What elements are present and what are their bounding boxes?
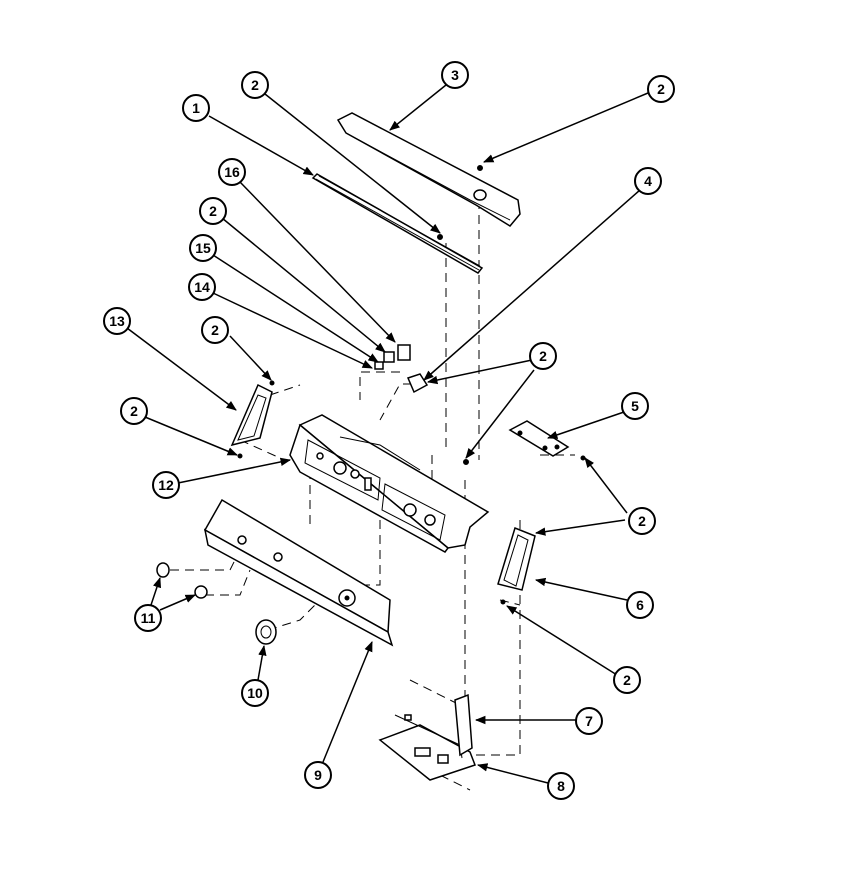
callout-4: 4 bbox=[634, 167, 662, 195]
part-left-end-cap bbox=[230, 383, 273, 447]
part-small-switches bbox=[374, 344, 429, 394]
svg-text:2: 2 bbox=[623, 672, 631, 688]
svg-text:5: 5 bbox=[631, 398, 639, 414]
svg-text:7: 7 bbox=[585, 713, 593, 729]
svg-text:1: 1 bbox=[192, 100, 200, 116]
svg-text:11: 11 bbox=[141, 610, 156, 626]
part-knob bbox=[255, 619, 277, 645]
screws-side bbox=[237, 380, 586, 605]
svg-text:4: 4 bbox=[644, 173, 652, 189]
callout-12: 12 bbox=[152, 471, 180, 499]
callout-10: 10 bbox=[241, 679, 269, 707]
callout-2-top-right: 2 bbox=[647, 75, 675, 103]
callout-1: 1 bbox=[182, 94, 210, 122]
svg-text:10: 10 bbox=[247, 685, 263, 701]
part-long-strip bbox=[311, 173, 484, 274]
svg-text:15: 15 bbox=[195, 240, 211, 256]
callout-3: 3 bbox=[441, 61, 469, 89]
callout-2-center: 2 bbox=[529, 342, 557, 370]
callout-9: 9 bbox=[304, 761, 332, 789]
svg-text:2: 2 bbox=[211, 322, 219, 338]
part-buttons bbox=[156, 562, 208, 599]
svg-text:2: 2 bbox=[251, 77, 259, 93]
svg-text:12: 12 bbox=[158, 477, 174, 493]
callout-7: 7 bbox=[575, 707, 603, 735]
callout-14: 14 bbox=[188, 273, 216, 301]
callout-6: 6 bbox=[626, 591, 654, 619]
svg-text:6: 6 bbox=[636, 597, 644, 613]
leader-lines bbox=[126, 84, 649, 784]
svg-text:8: 8 bbox=[557, 778, 565, 794]
callout-11: 11 bbox=[134, 604, 162, 632]
svg-text:2: 2 bbox=[130, 403, 138, 419]
callout-15: 15 bbox=[189, 234, 217, 262]
svg-text:14: 14 bbox=[194, 279, 210, 295]
part-right-end-cap bbox=[497, 527, 536, 591]
svg-text:2: 2 bbox=[657, 81, 665, 97]
part-top-cover bbox=[336, 112, 521, 227]
callout-16: 16 bbox=[218, 158, 246, 186]
callout-2-right: 2 bbox=[628, 507, 656, 535]
callout-2-left-lower: 2 bbox=[120, 397, 148, 425]
callout-2-left-upper: 2 bbox=[199, 197, 227, 225]
part-lower-bracket bbox=[378, 693, 476, 781]
svg-text:16: 16 bbox=[224, 164, 240, 180]
part-bracket bbox=[508, 420, 570, 457]
svg-text:2: 2 bbox=[539, 348, 547, 364]
part-front-panel bbox=[203, 498, 394, 647]
callout-2-top: 2 bbox=[241, 71, 269, 99]
part-control-panel bbox=[289, 414, 490, 553]
svg-text:13: 13 bbox=[109, 313, 125, 329]
svg-text:3: 3 bbox=[451, 67, 459, 83]
callout-2-right-lower: 2 bbox=[613, 666, 641, 694]
callout-8: 8 bbox=[547, 772, 575, 800]
svg-text:2: 2 bbox=[209, 203, 217, 219]
callout-13: 13 bbox=[103, 307, 131, 335]
svg-text:2: 2 bbox=[638, 513, 646, 529]
screws-top bbox=[437, 165, 483, 465]
callout-5: 5 bbox=[621, 392, 649, 420]
svg-text:9: 9 bbox=[314, 767, 322, 783]
callout-2-left-mid: 2 bbox=[201, 316, 229, 344]
